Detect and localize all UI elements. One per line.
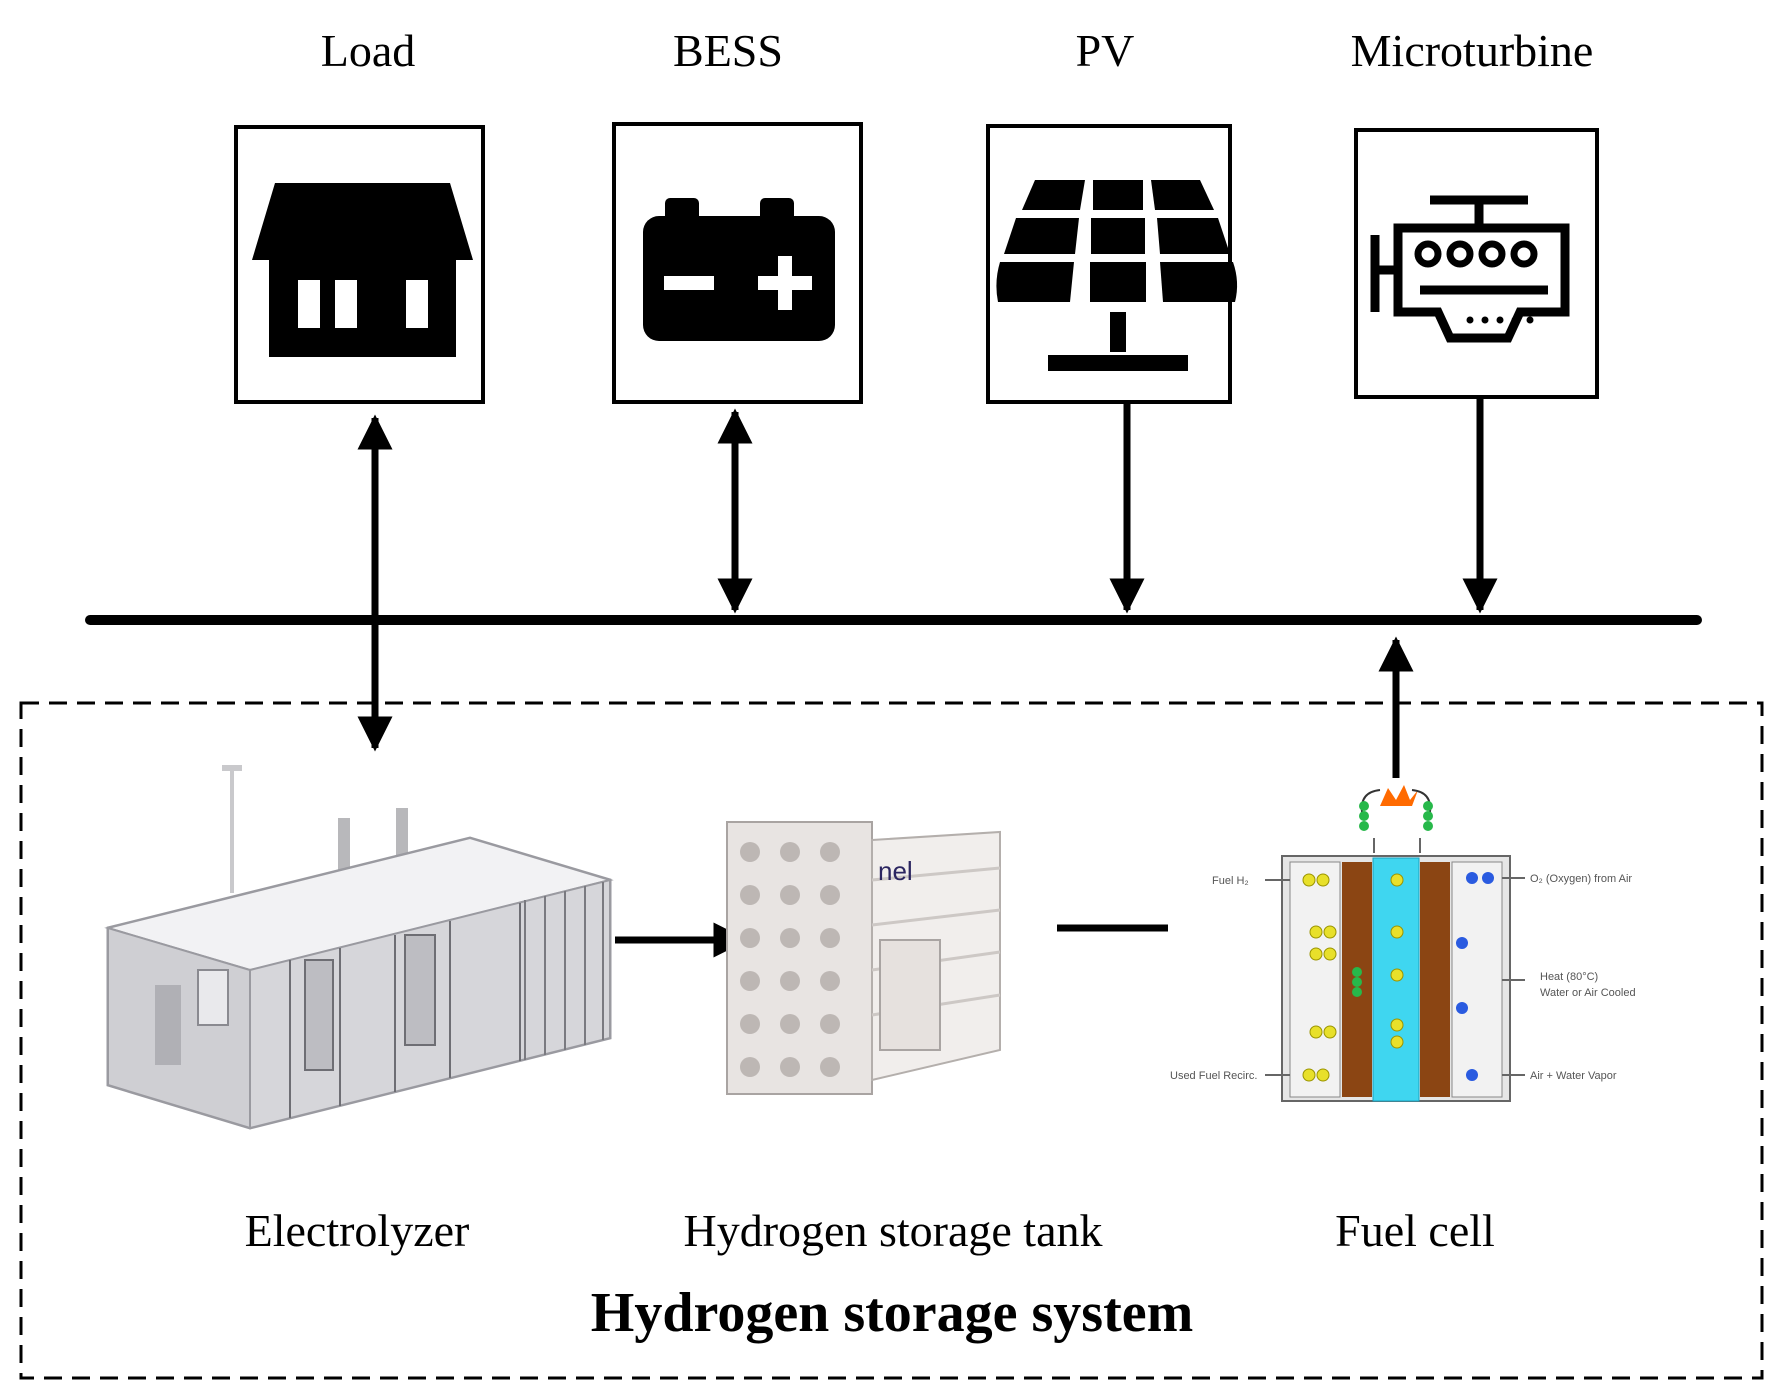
fc-annot-cooling: Water or Air Cooled bbox=[1540, 987, 1636, 999]
fuel-cell-label: Fuel cell bbox=[1335, 1205, 1495, 1256]
engine-cylinders bbox=[1414, 240, 1538, 268]
fc-annot-fuel-in: Fuel H₂ bbox=[1212, 875, 1249, 887]
hydrogen-tank-image: nel bbox=[726, 821, 1001, 1095]
microturbine-label: Microturbine bbox=[1350, 25, 1594, 76]
system-title: Hydrogen storage system bbox=[590, 1282, 1194, 1344]
fc-annot-air-vapor: Air + Water Vapor bbox=[1530, 1070, 1617, 1082]
bess-label: BESS bbox=[673, 25, 783, 76]
solar-panel-icon bbox=[996, 180, 1238, 371]
hydrogen-tank-label: Hydrogen storage tank bbox=[683, 1205, 1103, 1256]
bess-box bbox=[612, 122, 863, 404]
load-label: Load bbox=[320, 25, 416, 76]
battery-icon bbox=[643, 198, 835, 341]
microturbine-box bbox=[1354, 128, 1599, 399]
hydrogen-system-border bbox=[19, 701, 1764, 1380]
electrolyzer-image bbox=[104, 765, 614, 1130]
fc-annot-heat: Heat (80°C) bbox=[1540, 971, 1598, 983]
pv-box bbox=[986, 124, 1238, 404]
tank-brand: nel bbox=[878, 856, 913, 886]
fc-annot-fuel-recirc: Used Fuel Recirc. bbox=[1170, 1070, 1257, 1082]
pv-label: PV bbox=[1075, 25, 1135, 76]
house-icon bbox=[252, 183, 473, 357]
fc-annot-oxygen: O₂ (Oxygen) from Air bbox=[1530, 873, 1632, 885]
electrolyzer-label: Electrolyzer bbox=[244, 1205, 470, 1256]
fuel-cell-image: Fuel H₂ Used Fuel Recirc. O₂ (Oxygen) fr… bbox=[1168, 782, 1666, 1115]
load-box bbox=[234, 125, 485, 404]
engine-icon bbox=[1370, 195, 1570, 343]
